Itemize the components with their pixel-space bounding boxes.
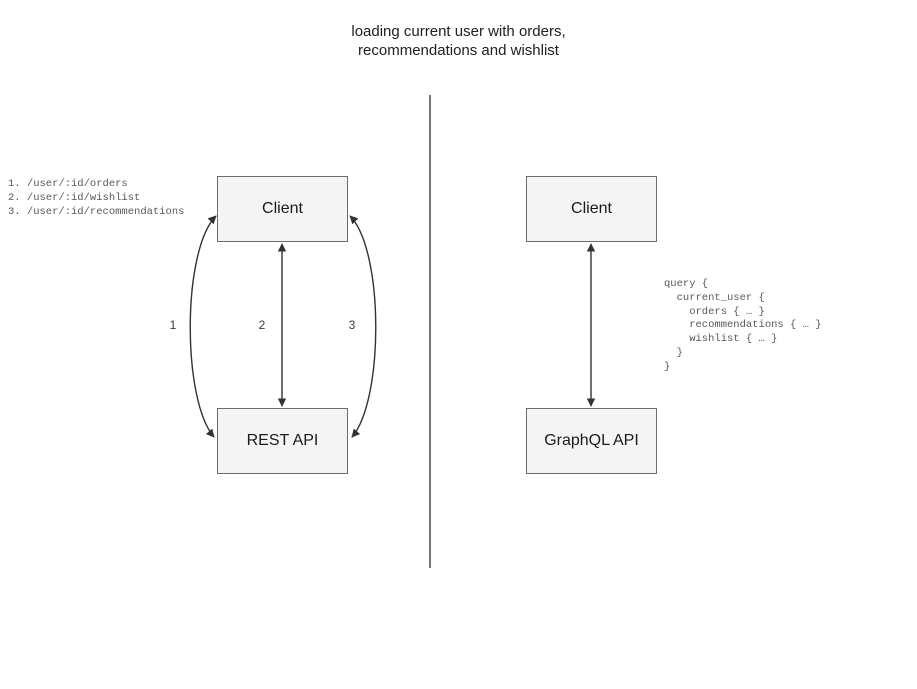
edge-1-curve <box>189 215 217 438</box>
graphql-query-annotation: query { current_user { orders { … } reco… <box>664 278 822 373</box>
edge-label-1: 1 <box>169 318 177 332</box>
node-graphql-api[interactable]: GraphQL API <box>526 408 657 474</box>
edge-label-3: 3 <box>348 318 356 332</box>
node-client-rest[interactable]: Client <box>217 176 348 242</box>
diagram-title: loading current user with orders, recomm… <box>351 23 566 59</box>
node-client-graphql[interactable]: Client <box>526 176 657 242</box>
edge-label-2: 2 <box>258 318 266 332</box>
node-rest-api[interactable]: REST API <box>217 408 348 474</box>
rest-endpoints-annotation: 1. /user/:id/orders 2. /user/:id/wishlis… <box>8 178 185 218</box>
